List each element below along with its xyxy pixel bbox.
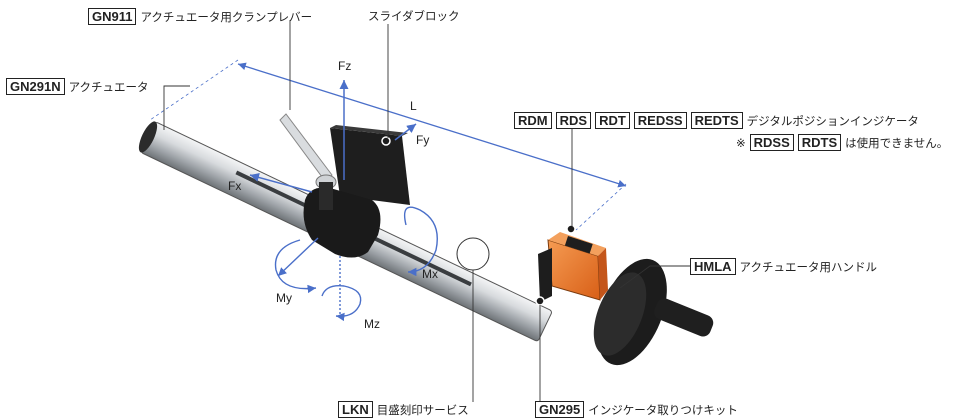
rdt-code: RDT (595, 112, 630, 129)
gn291n-code: GN291N (6, 78, 65, 95)
gn295-desc: インジケータ取りつけキット (588, 402, 738, 417)
redts-code: REDTS (690, 112, 743, 129)
rdss-code: RDSS (749, 134, 794, 151)
fx-label: Fx (228, 179, 241, 193)
rdm-code: RDM (514, 112, 552, 129)
leader-lines (163, 20, 690, 402)
redss-code: REDSS (633, 112, 687, 129)
lkn-desc: 目盛刻印サービス (376, 402, 469, 417)
indicator-marker-icon (566, 224, 576, 234)
slider-marker-icon (381, 136, 391, 146)
lkn-code: LKN (338, 401, 373, 418)
fx-arrow (249, 173, 313, 193)
mz-label: Mz (364, 317, 380, 331)
gn911-callout: GN911 アクチュエータ用クランプレバー (88, 8, 312, 25)
scale-marking-circle (456, 237, 490, 271)
digital-indicator (538, 232, 608, 302)
gn291n-callout: GN291N アクチュエータ (6, 78, 149, 95)
note-prefix: ※ (736, 135, 746, 150)
lkn-callout: LKN 目盛刻印サービス (338, 401, 469, 418)
slide-block-callout: スライダブロック (368, 8, 460, 24)
gn295-callout: GN295 インジケータ取りつけキット (535, 401, 738, 418)
mx-arc (403, 206, 438, 277)
hmla-callout: HMLA アクチュエータ用ハンドル (690, 258, 877, 275)
rdts-code: RDTS (797, 134, 842, 151)
gn911-code: GN911 (88, 8, 137, 25)
note-desc: は使用できません。 (845, 135, 949, 150)
gn911-desc: アクチュエータ用クランプレバー (140, 9, 313, 24)
fz-label: Fz (338, 59, 351, 73)
gn291n-desc: アクチュエータ (68, 79, 149, 94)
slide-block-desc: スライダブロック (368, 9, 460, 23)
mx-label: Mx (422, 267, 438, 281)
length-label: L (410, 99, 417, 113)
hmla-code: HMLA (690, 258, 736, 275)
my-arc (274, 237, 319, 294)
fy-arrow (394, 123, 417, 141)
kit-marker-icon (535, 296, 545, 306)
hmla-desc: アクチュエータ用ハンドル (739, 259, 877, 274)
note-callout: ※ RDSS RDTS は使用できません。 (736, 134, 948, 151)
rds-code: RDS (555, 112, 592, 129)
fy-label: Fy (416, 133, 429, 147)
indicator-callout: RDM RDS RDT REDSS REDTS デジタルポジションインジケータ (514, 112, 919, 129)
gn295-code: GN295 (535, 401, 585, 418)
handle-wheel (593, 258, 714, 366)
mz-arc (321, 256, 362, 322)
length-dimension-line (237, 62, 627, 188)
indicator-desc: デジタルポジションインジケータ (746, 113, 919, 128)
my-label: My (276, 291, 292, 305)
